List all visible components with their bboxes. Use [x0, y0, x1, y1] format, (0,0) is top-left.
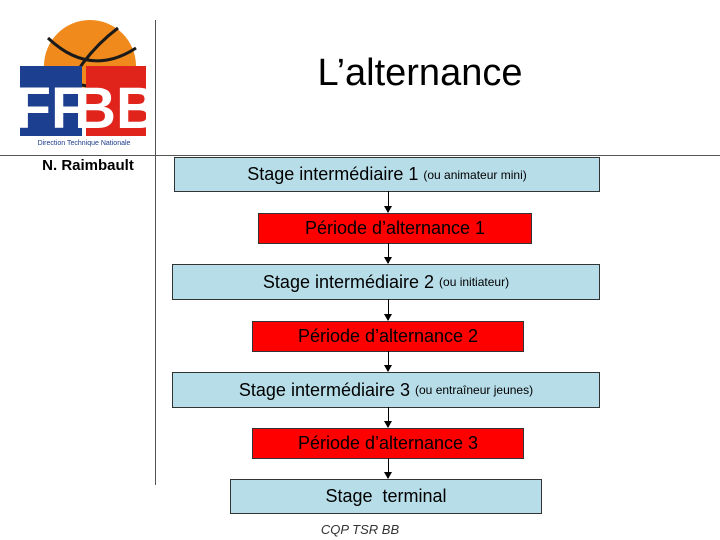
stage-3-note: (ou entraîneur jeunes) — [415, 383, 534, 397]
logo-letters-ff: FF — [18, 76, 86, 141]
arrow-down — [384, 243, 392, 264]
author-name: N. Raimbault — [42, 157, 134, 174]
periode-alternance-2-box: Période d’alternance 2 — [252, 321, 524, 352]
stage-terminal-label: Stage terminal — [325, 486, 447, 506]
arrow-down — [384, 458, 392, 479]
arrow-down — [384, 191, 392, 213]
vertical-divider — [155, 20, 156, 485]
periode-alternance-1-box: Période d’alternance 1 — [258, 213, 532, 244]
period-1-label: Période d’alternance 1 — [304, 218, 486, 238]
stage-2-note: (ou initiateur) — [439, 275, 510, 289]
period-3-label: Période d’alternance 3 — [297, 433, 479, 453]
stage-terminal-box: Stage terminal — [230, 479, 542, 514]
arrow-down — [384, 407, 392, 428]
horizontal-divider — [0, 155, 720, 156]
stage-intermediaire-1-box: Stage intermédiaire 1 (ou animateur mini… — [174, 157, 600, 192]
ffbb-logo: FF BB — [16, 18, 158, 143]
arrow-down — [384, 351, 392, 372]
stage-intermediaire-3-box: Stage intermédiaire 3 (ou entraîneur jeu… — [172, 372, 600, 408]
period-2-label: Période d’alternance 2 — [297, 326, 479, 346]
slide-title: L’alternance — [317, 52, 523, 94]
stage-1-note: (ou animateur mini) — [423, 167, 527, 182]
footer-text: CQP TSR BB — [320, 522, 400, 537]
logo-caption: Direction Technique Nationale — [37, 140, 131, 147]
stage-intermediaire-2-box: Stage intermédiaire 2 (ou initiateur) — [172, 264, 600, 300]
periode-alternance-3-box: Période d’alternance 3 — [252, 428, 524, 459]
stage-1-label: Stage intermédiaire 1 — [247, 164, 419, 184]
stage-3-label: Stage intermédiaire 3 — [238, 379, 411, 400]
arrow-down — [384, 299, 392, 321]
logo-letters-bb: BB — [74, 76, 148, 141]
stage-2-label: Stage intermédiaire 2 — [262, 271, 435, 292]
